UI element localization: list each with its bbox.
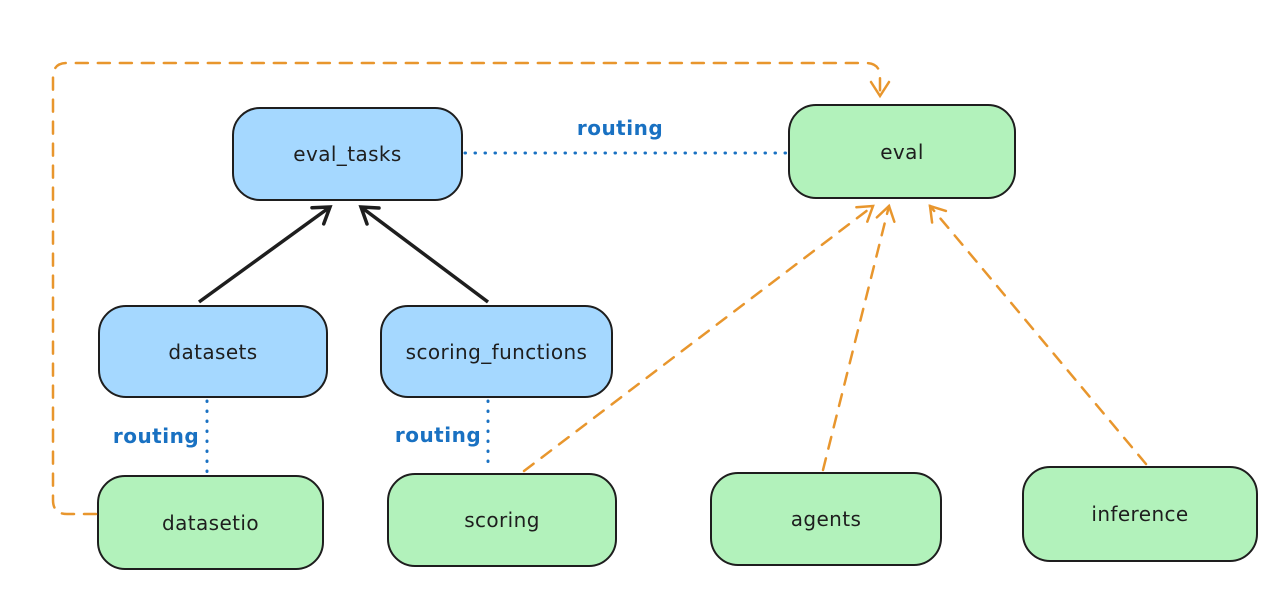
edge-inference-to-eval — [928, 204, 1148, 466]
node-inference-label: inference — [1091, 502, 1189, 526]
node-eval-tasks-label: eval_tasks — [293, 142, 402, 166]
node-datasets-label: datasets — [168, 339, 258, 364]
node-eval-tasks: eval_tasks — [232, 107, 463, 201]
node-datasetio: datasetio — [97, 475, 324, 570]
node-datasetio-label: datasetio — [161, 510, 259, 535]
node-scoring-functions: scoring_functions — [380, 305, 613, 398]
node-scoring: scoring — [387, 473, 617, 567]
node-agents: agents — [710, 472, 942, 566]
edge-label-routing-scoring-functions-scoring: routing — [394, 423, 482, 447]
node-eval-label: eval — [880, 139, 924, 164]
edge-label-routing-eval-tasks-eval: routing — [576, 116, 664, 140]
edge-scoring-functions-to-eval-tasks — [358, 205, 490, 304]
node-eval: eval — [788, 104, 1016, 199]
edge-agents-to-eval — [821, 203, 896, 472]
edge-label-routing-datasets-datasetio: routing — [112, 424, 200, 448]
node-inference: inference — [1022, 466, 1258, 562]
node-scoring-label: scoring — [464, 508, 540, 532]
node-scoring-functions-label: scoring_functions — [405, 339, 588, 364]
edge-datasets-to-eval-tasks — [197, 205, 333, 304]
node-datasets: datasets — [98, 305, 328, 398]
node-agents-label: agents — [790, 507, 862, 531]
